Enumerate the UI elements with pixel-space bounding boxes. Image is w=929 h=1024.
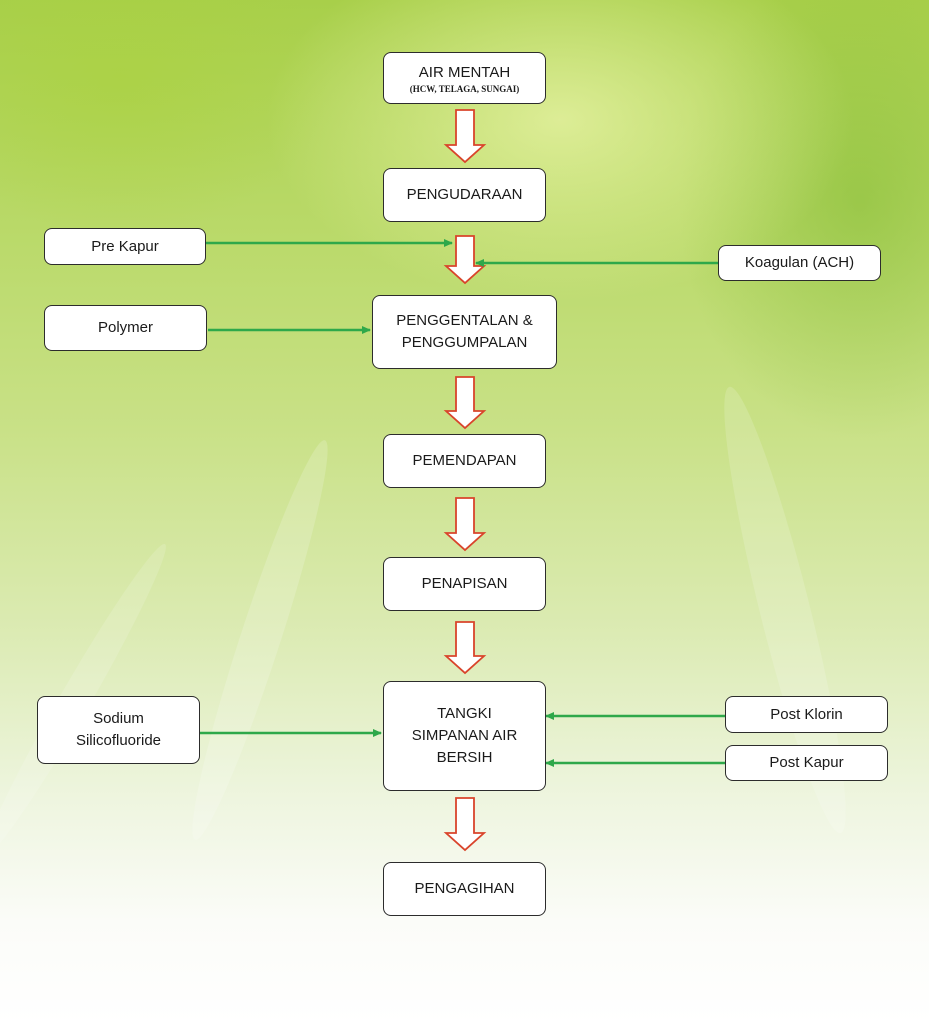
input-post-klorin: Post Klorin [725, 696, 888, 733]
step-tangki-label-line3: BERSIH [436, 749, 493, 766]
input-koagulan-label: Koagulan (ACH) [744, 254, 855, 271]
input-pre-kapur-label: Pre Kapur [91, 237, 159, 255]
input-sodium-silicofluoride: Sodium Silicofluoride [37, 696, 200, 764]
flow-arrow-3 [443, 376, 487, 430]
step-pemendapan: PEMENDAPAN [383, 434, 546, 488]
step-penggentalan-penggumpalan: PENGGENTALAN & PENGGUMPALAN [372, 295, 557, 369]
step-pengudaraan-label: PENGUDARAAN [406, 186, 523, 203]
step-pengagihan-label: PENGAGIHAN [414, 880, 515, 897]
step-air-mentah-label: AIR MENTAH [418, 63, 511, 81]
step-pemendapan-label: PEMENDAPAN [412, 452, 517, 469]
step-penapisan-label: PENAPISAN [421, 575, 508, 592]
step-air-mentah: AIR MENTAH (HCW, TELAGA, SUNGAI) [383, 52, 546, 104]
flow-arrow-2 [443, 235, 487, 285]
step-tangki-label-line2: SIMPANAN AIR [411, 727, 518, 744]
input-sodium-label-line2: Silicofluoride [75, 732, 162, 749]
step-penapisan: PENAPISAN [383, 557, 546, 611]
step-pengudaraan: PENGUDARAAN [383, 168, 546, 222]
input-koagulan: Koagulan (ACH) [718, 245, 881, 281]
input-polymer-label: Polymer [97, 319, 153, 336]
input-post-kapur-label: Post Kapur [769, 754, 844, 771]
step-pengagihan: PENGAGIHAN [383, 862, 546, 916]
flow-arrow-5 [443, 621, 487, 675]
input-polymer: Polymer [44, 305, 207, 351]
step-air-mentah-sources: (HCW, TELAGA, SUNGAI) [409, 83, 520, 94]
step-penggentalan-label-line2: PENGGUMPALAN [401, 334, 528, 351]
flow-arrow-6 [443, 797, 487, 852]
flow-arrow-4 [443, 497, 487, 552]
step-tangki-simpanan: TANGKI SIMPANAN AIR BERSIH [383, 681, 546, 791]
input-post-kapur: Post Kapur [725, 745, 888, 781]
flow-arrows [443, 109, 487, 852]
input-connectors [200, 239, 725, 767]
input-pre-kapur: Pre Kapur [44, 228, 206, 265]
input-post-klorin-label: Post Klorin [770, 705, 843, 723]
flow-arrow-1 [443, 109, 487, 164]
step-tangki-label-line1: TANGKI [437, 705, 492, 722]
input-sodium-label-line1: Sodium [93, 710, 144, 727]
step-penggentalan-label-line1: PENGGENTALAN & [396, 312, 533, 329]
